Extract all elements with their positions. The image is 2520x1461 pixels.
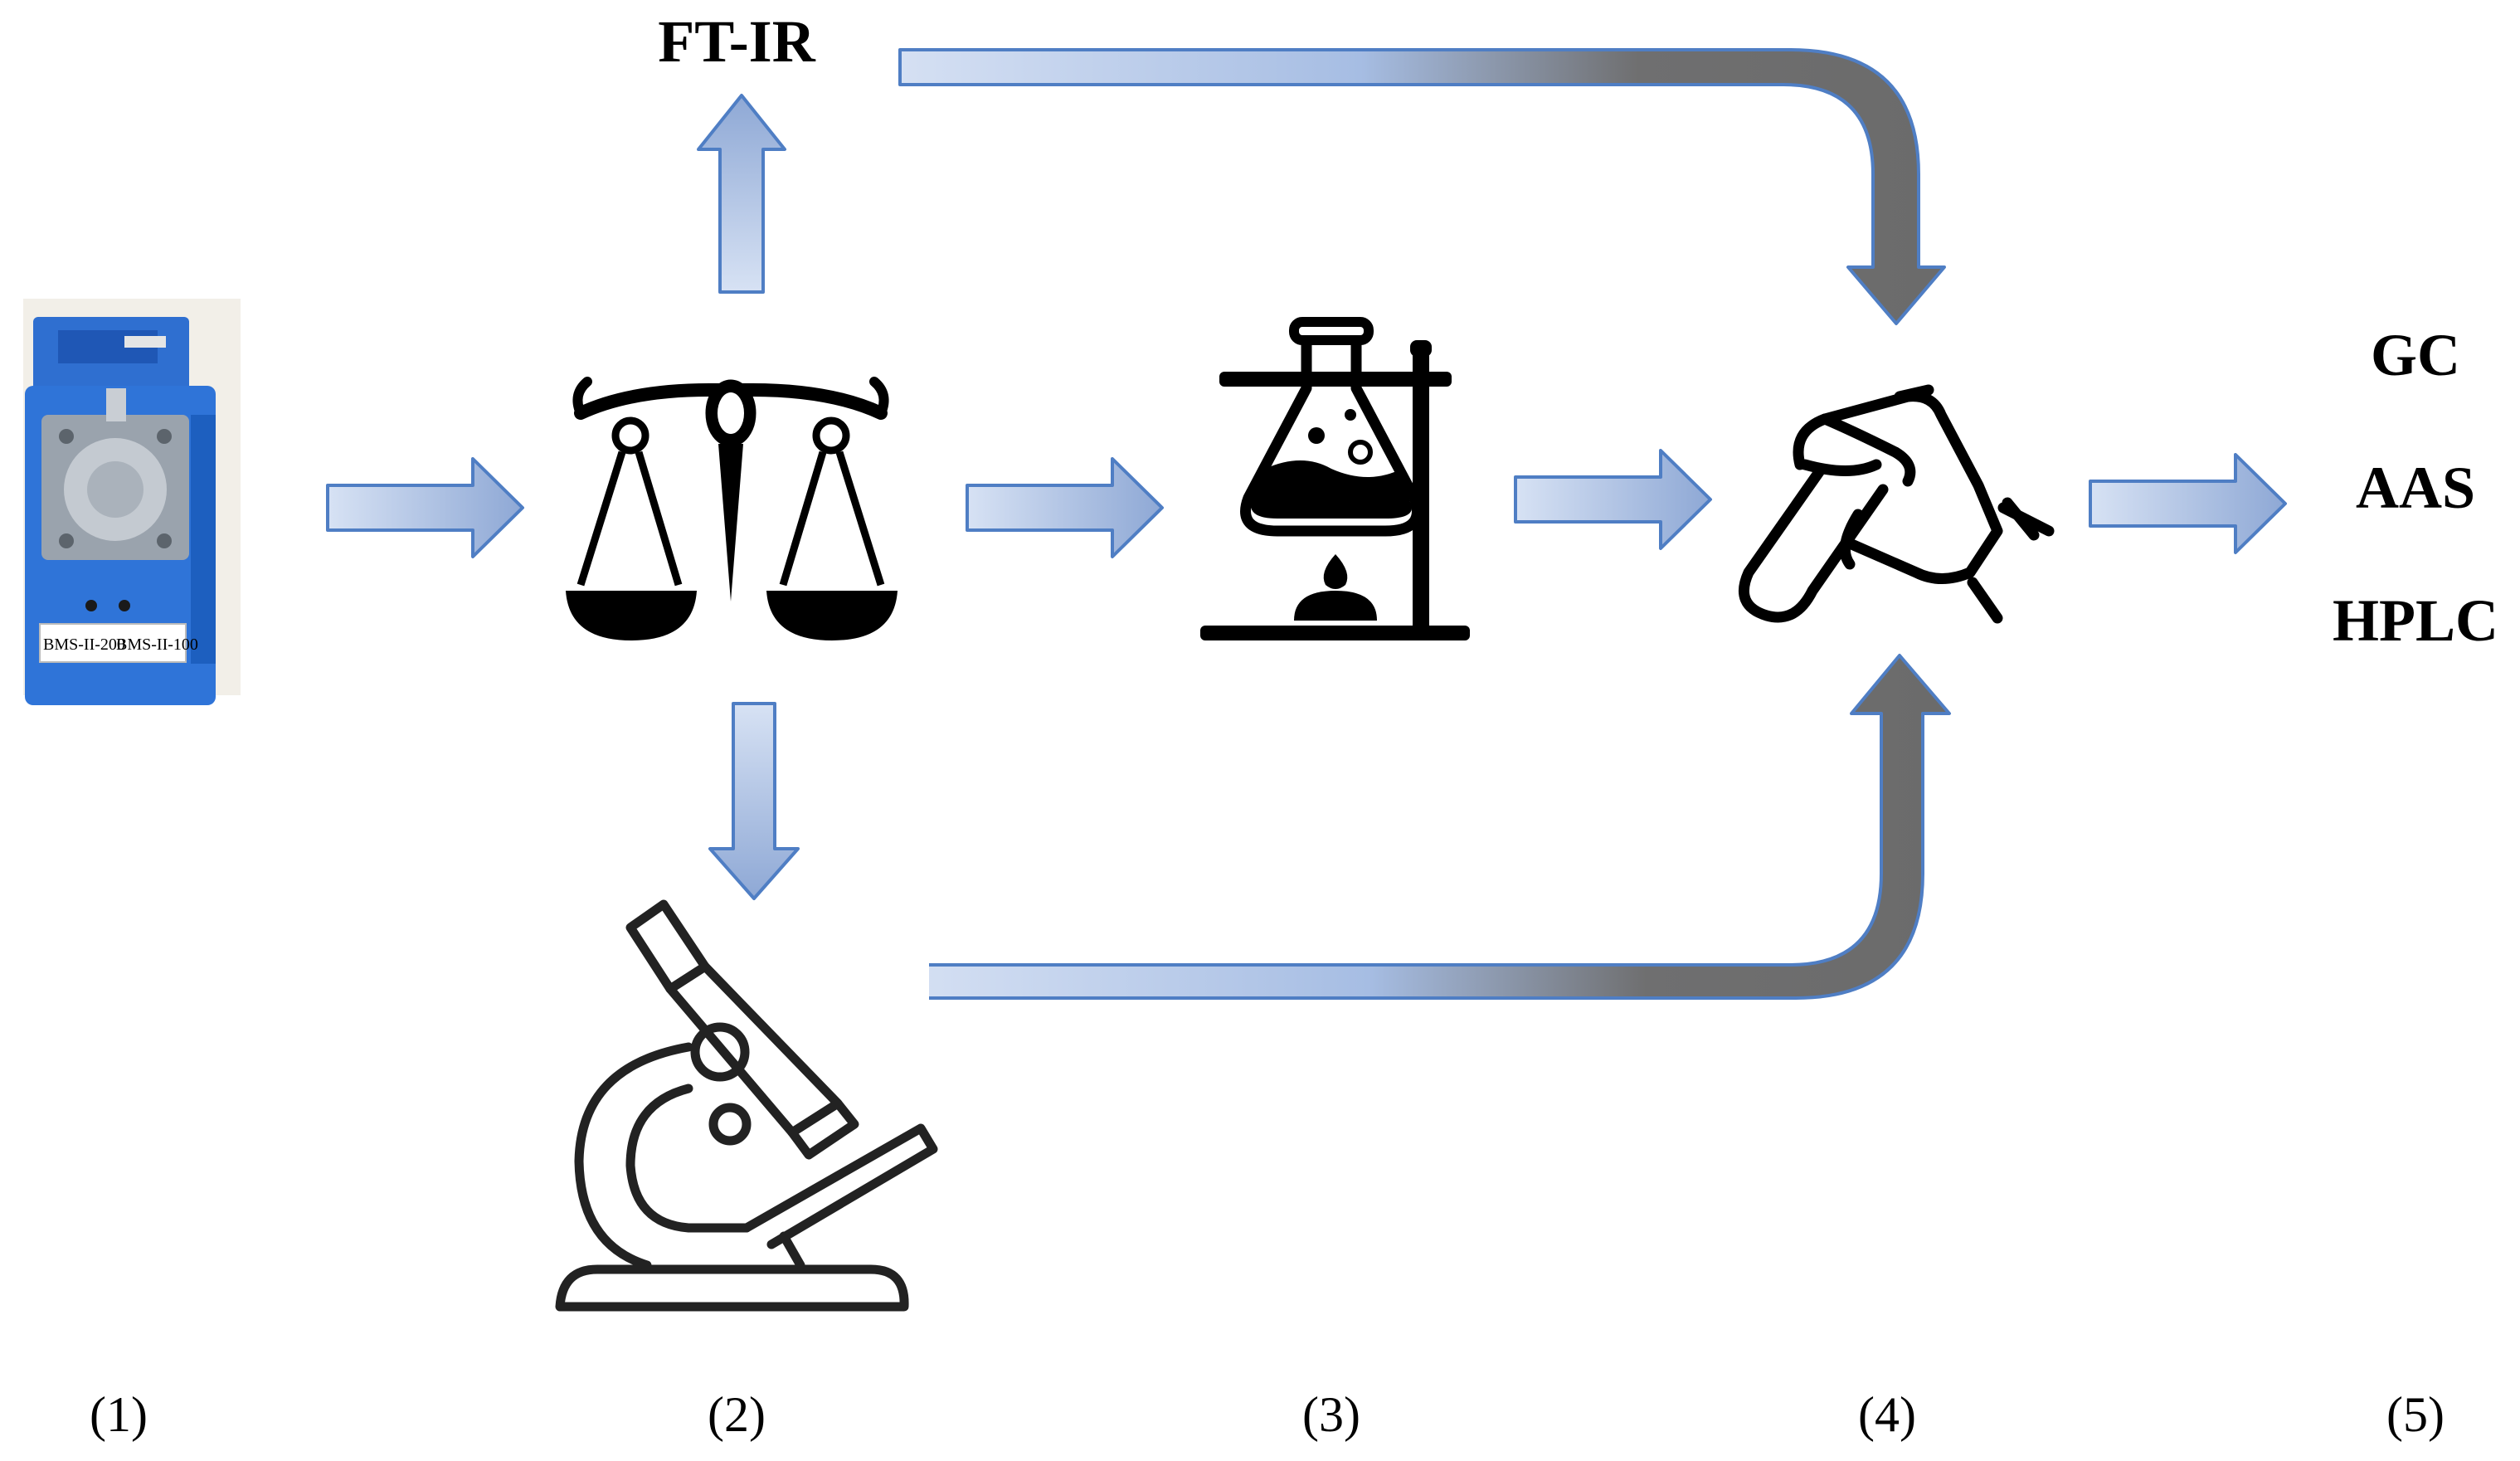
balance-scale-icon [566, 377, 898, 640]
ftir-label: FT-IR [658, 8, 815, 75]
flask-burner-icon [1200, 317, 1470, 640]
arrow-1-to-2 [326, 457, 524, 558]
sampling-pump-photo: BMS-II-200 BMS-II-100 [23, 299, 241, 705]
device-marking-1: BMS-II-200 [43, 636, 125, 654]
arrow-2-to-3 [966, 457, 1164, 558]
step-label-5: (5) [2386, 1387, 2445, 1442]
arrow-microscope-to-4 [907, 654, 1951, 1000]
step-label-4: (4) [1858, 1387, 1916, 1442]
step-label-3: (3) [1302, 1387, 1360, 1442]
step-label-2: (2) [708, 1387, 766, 1442]
arrow-up-to-ftir [697, 94, 786, 294]
microscope-icon [552, 899, 938, 1317]
device-marking-2: BMS-II-100 [116, 636, 198, 654]
step-label-1: (1) [90, 1387, 148, 1442]
method-aas: AAS [2356, 455, 2475, 521]
arrow-down-to-microscope [708, 702, 800, 900]
method-gc: GC [2371, 322, 2460, 388]
arrow-3-to-4 [1514, 449, 1712, 550]
hand-test-tube-icon [1738, 384, 2055, 624]
arrow-4-to-5 [2089, 453, 2287, 554]
arrow-ftir-to-4 [898, 48, 1946, 325]
method-hplc: HPLC [2333, 587, 2498, 654]
